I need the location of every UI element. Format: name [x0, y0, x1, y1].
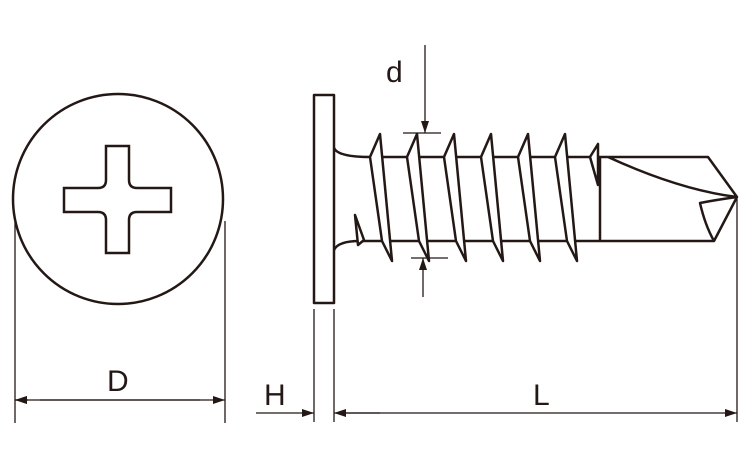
phillips-cross-icon — [62, 144, 173, 255]
label-head-diameter: D — [107, 365, 129, 398]
dimension-d-outer — [14, 221, 226, 423]
head-top-view — [11, 92, 225, 306]
label-thread-diameter: d — [386, 56, 403, 89]
dimension-thread-diameter — [403, 45, 448, 297]
dimension-h-l — [256, 199, 738, 422]
screw-side-view — [312, 93, 739, 305]
label-head-height: H — [264, 379, 286, 412]
head-flange — [312, 93, 336, 305]
head-circle — [11, 92, 225, 306]
threads — [353, 132, 600, 263]
drill-point — [600, 155, 739, 243]
label-length: L — [533, 379, 550, 412]
head-fillet — [332, 147, 371, 251]
